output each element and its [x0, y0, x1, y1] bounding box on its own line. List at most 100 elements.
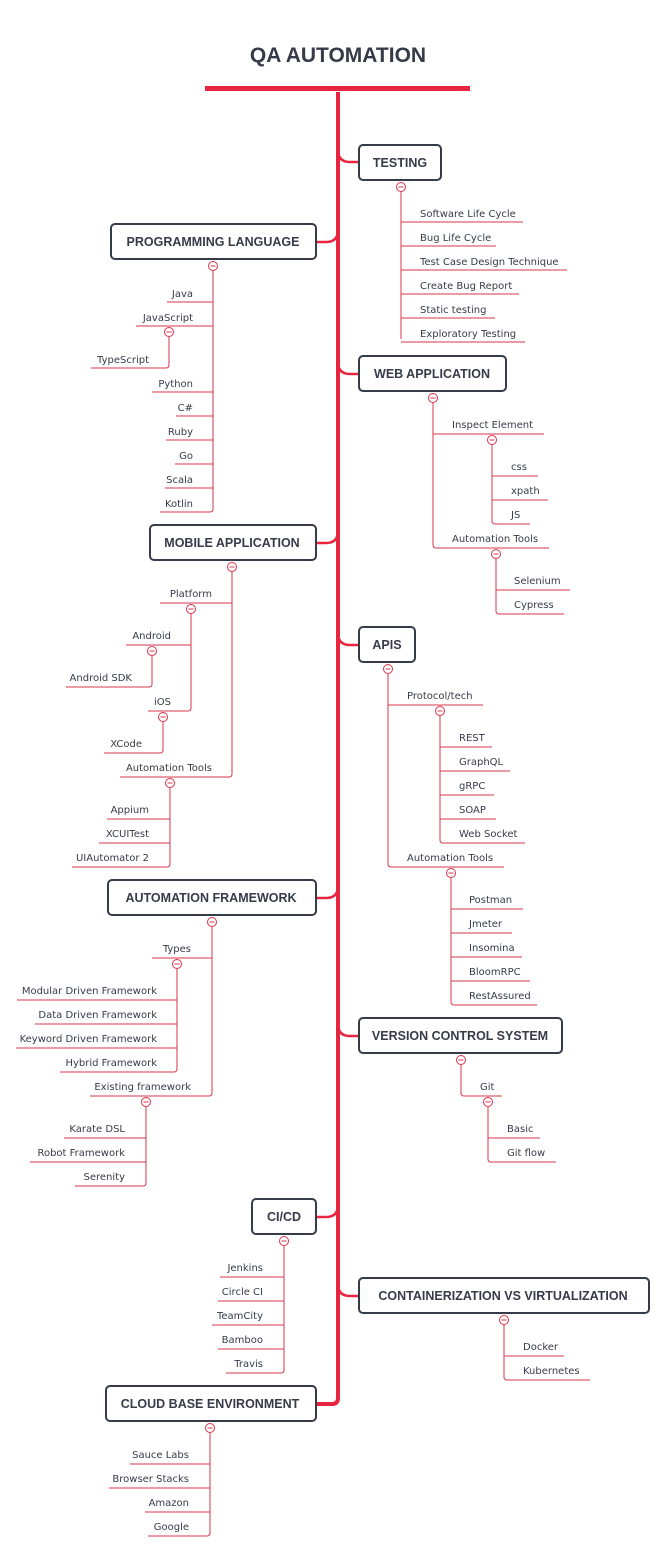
leaf-label: C#	[178, 403, 193, 414]
topic-automation-framework[interactable]: AUTOMATION FRAMEWORK	[107, 879, 317, 916]
leaf-label: Java	[171, 289, 193, 300]
leaf-label: Inspect Element	[452, 420, 533, 431]
leaf-label: Insomina	[469, 943, 515, 954]
collapse-toggle[interactable]	[383, 664, 393, 674]
collapse-toggle[interactable]	[207, 917, 217, 927]
web-application-branches	[432, 398, 570, 615]
leaf-label: Serenity	[84, 1172, 126, 1183]
leaf-label: RestAssured	[469, 991, 531, 1002]
collapse-toggle[interactable]	[487, 435, 497, 445]
topic-testing-label: TESTING	[373, 156, 427, 170]
topic-cloud-label: CLOUD BASE ENVIRONMENT	[121, 1397, 300, 1411]
collapse-toggle[interactable]	[158, 712, 168, 722]
apis-branches	[387, 669, 537, 1006]
leaf-label: Android	[132, 631, 171, 642]
central-spine	[316, 92, 340, 1406]
topic-containerization[interactable]: CONTAINERIZATION VS VIRTUALIZATION	[358, 1277, 650, 1314]
collapse-toggle[interactable]	[428, 393, 438, 403]
leaf-label: Platform	[170, 589, 212, 600]
topic-connectors	[316, 149, 359, 1298]
collapse-toggle[interactable]	[165, 778, 175, 788]
leaf-label: Selenium	[514, 576, 561, 587]
leaf-label: Google	[154, 1522, 189, 1533]
leaf-label: TeamCity	[216, 1311, 263, 1322]
leaf-label: Postman	[469, 895, 512, 906]
topic-automation-framework-label: AUTOMATION FRAMEWORK	[125, 891, 296, 905]
collapse-toggle[interactable]	[396, 182, 406, 192]
leaf-label: Python	[158, 379, 193, 390]
topic-cloud[interactable]: CLOUD BASE ENVIRONMENT	[105, 1385, 317, 1422]
containerization-branches	[503, 1320, 590, 1381]
leaf-label: JS	[510, 510, 520, 521]
leaf-label: Software Life Cycle	[420, 209, 516, 220]
leaf-label: JavaScript	[142, 313, 193, 324]
topic-apis[interactable]: APIS	[358, 626, 416, 663]
leaf-label: Scala	[166, 475, 193, 486]
collapse-toggle[interactable]	[483, 1097, 493, 1107]
leaf-label: iOS	[154, 697, 171, 708]
leaf-label: UIAutomator 2	[76, 853, 149, 864]
collapse-toggle[interactable]	[279, 1236, 289, 1246]
leaf-label: GraphQL	[459, 757, 504, 768]
topic-mobile-application[interactable]: MOBILE APPLICATION	[149, 524, 317, 561]
leaf-label: Existing framework	[94, 1082, 191, 1093]
leaf-label: Web Socket	[459, 829, 518, 840]
collapse-toggle[interactable]	[205, 1423, 215, 1433]
topic-containerization-label: CONTAINERIZATION VS VIRTUALIZATION	[378, 1289, 627, 1303]
collapse-toggle[interactable]	[141, 1097, 151, 1107]
leaf-label: Test Case Design Technique	[419, 257, 559, 268]
collapse-toggle[interactable]	[491, 549, 501, 559]
collapse-toggle[interactable]	[499, 1315, 509, 1325]
leaf-label: Bug Life Cycle	[420, 233, 491, 244]
leaf-label: Kotlin	[165, 499, 193, 510]
topic-testing[interactable]: TESTING	[358, 144, 442, 181]
leaf-label: Bamboo	[222, 1335, 263, 1346]
leaf-label: SOAP	[459, 805, 486, 816]
leaf-label: Go	[179, 451, 193, 462]
leaf-label: Sauce Labs	[132, 1450, 189, 1461]
collapse-toggle[interactable]	[208, 261, 218, 271]
leaf-label: Basic	[507, 1124, 533, 1135]
collapse-toggle[interactable]	[435, 706, 445, 716]
leaf-label: REST	[459, 733, 486, 744]
topic-apis-label: APIS	[372, 638, 401, 652]
topic-programming-language[interactable]: PROGRAMMING LANGUAGE	[110, 223, 317, 260]
leaf-label: Automation Tools	[407, 853, 493, 864]
leaf-label: Karate DSL	[69, 1124, 125, 1135]
leaf-label: css	[511, 462, 527, 473]
leaf-label: TypeScript	[96, 355, 149, 366]
leaf-label: Keyword Driven Framework	[20, 1034, 158, 1045]
collapse-toggle[interactable]	[186, 604, 196, 614]
leaf-label: Appium	[111, 805, 149, 816]
collapse-toggle[interactable]	[446, 868, 456, 878]
leaf-label: Create Bug Report	[420, 281, 512, 292]
leaf-label: Ruby	[168, 427, 193, 438]
collapse-toggle[interactable]	[172, 959, 182, 969]
leaf-label: Docker	[523, 1342, 559, 1353]
topic-cicd[interactable]: CI/CD	[251, 1198, 317, 1235]
title-underline	[205, 86, 470, 91]
cicd-branches	[212, 1241, 285, 1374]
leaf-label: XCode	[110, 739, 142, 750]
topic-web-application[interactable]: WEB APPLICATION	[358, 355, 507, 392]
topic-version-control[interactable]: VERSION CONTROL SYSTEM	[358, 1017, 563, 1054]
mobile-application-branches	[66, 567, 233, 868]
leaf-label: Data Driven Framework	[38, 1010, 157, 1021]
leaf-label: Browser Stacks	[112, 1474, 189, 1485]
leaf-label: Git flow	[507, 1148, 545, 1159]
leaf-label: BloomRPC	[469, 967, 521, 978]
leaf-label: Modular Driven Framework	[22, 986, 157, 997]
leaf-label: XCUITest	[106, 829, 149, 840]
collapse-toggle[interactable]	[456, 1055, 466, 1065]
leaf-label: Amazon	[149, 1498, 189, 1509]
programming-language-branches	[91, 266, 214, 513]
leaf-label: Jmeter	[468, 919, 503, 930]
collapse-toggle[interactable]	[147, 646, 157, 656]
collapse-toggle[interactable]	[164, 327, 174, 337]
testing-branches	[400, 187, 567, 343]
collapse-toggle[interactable]	[227, 562, 237, 572]
topic-mobile-application-label: MOBILE APPLICATION	[164, 536, 299, 550]
version-control-branches	[460, 1060, 556, 1163]
leaf-label: Jenkins	[226, 1263, 263, 1274]
